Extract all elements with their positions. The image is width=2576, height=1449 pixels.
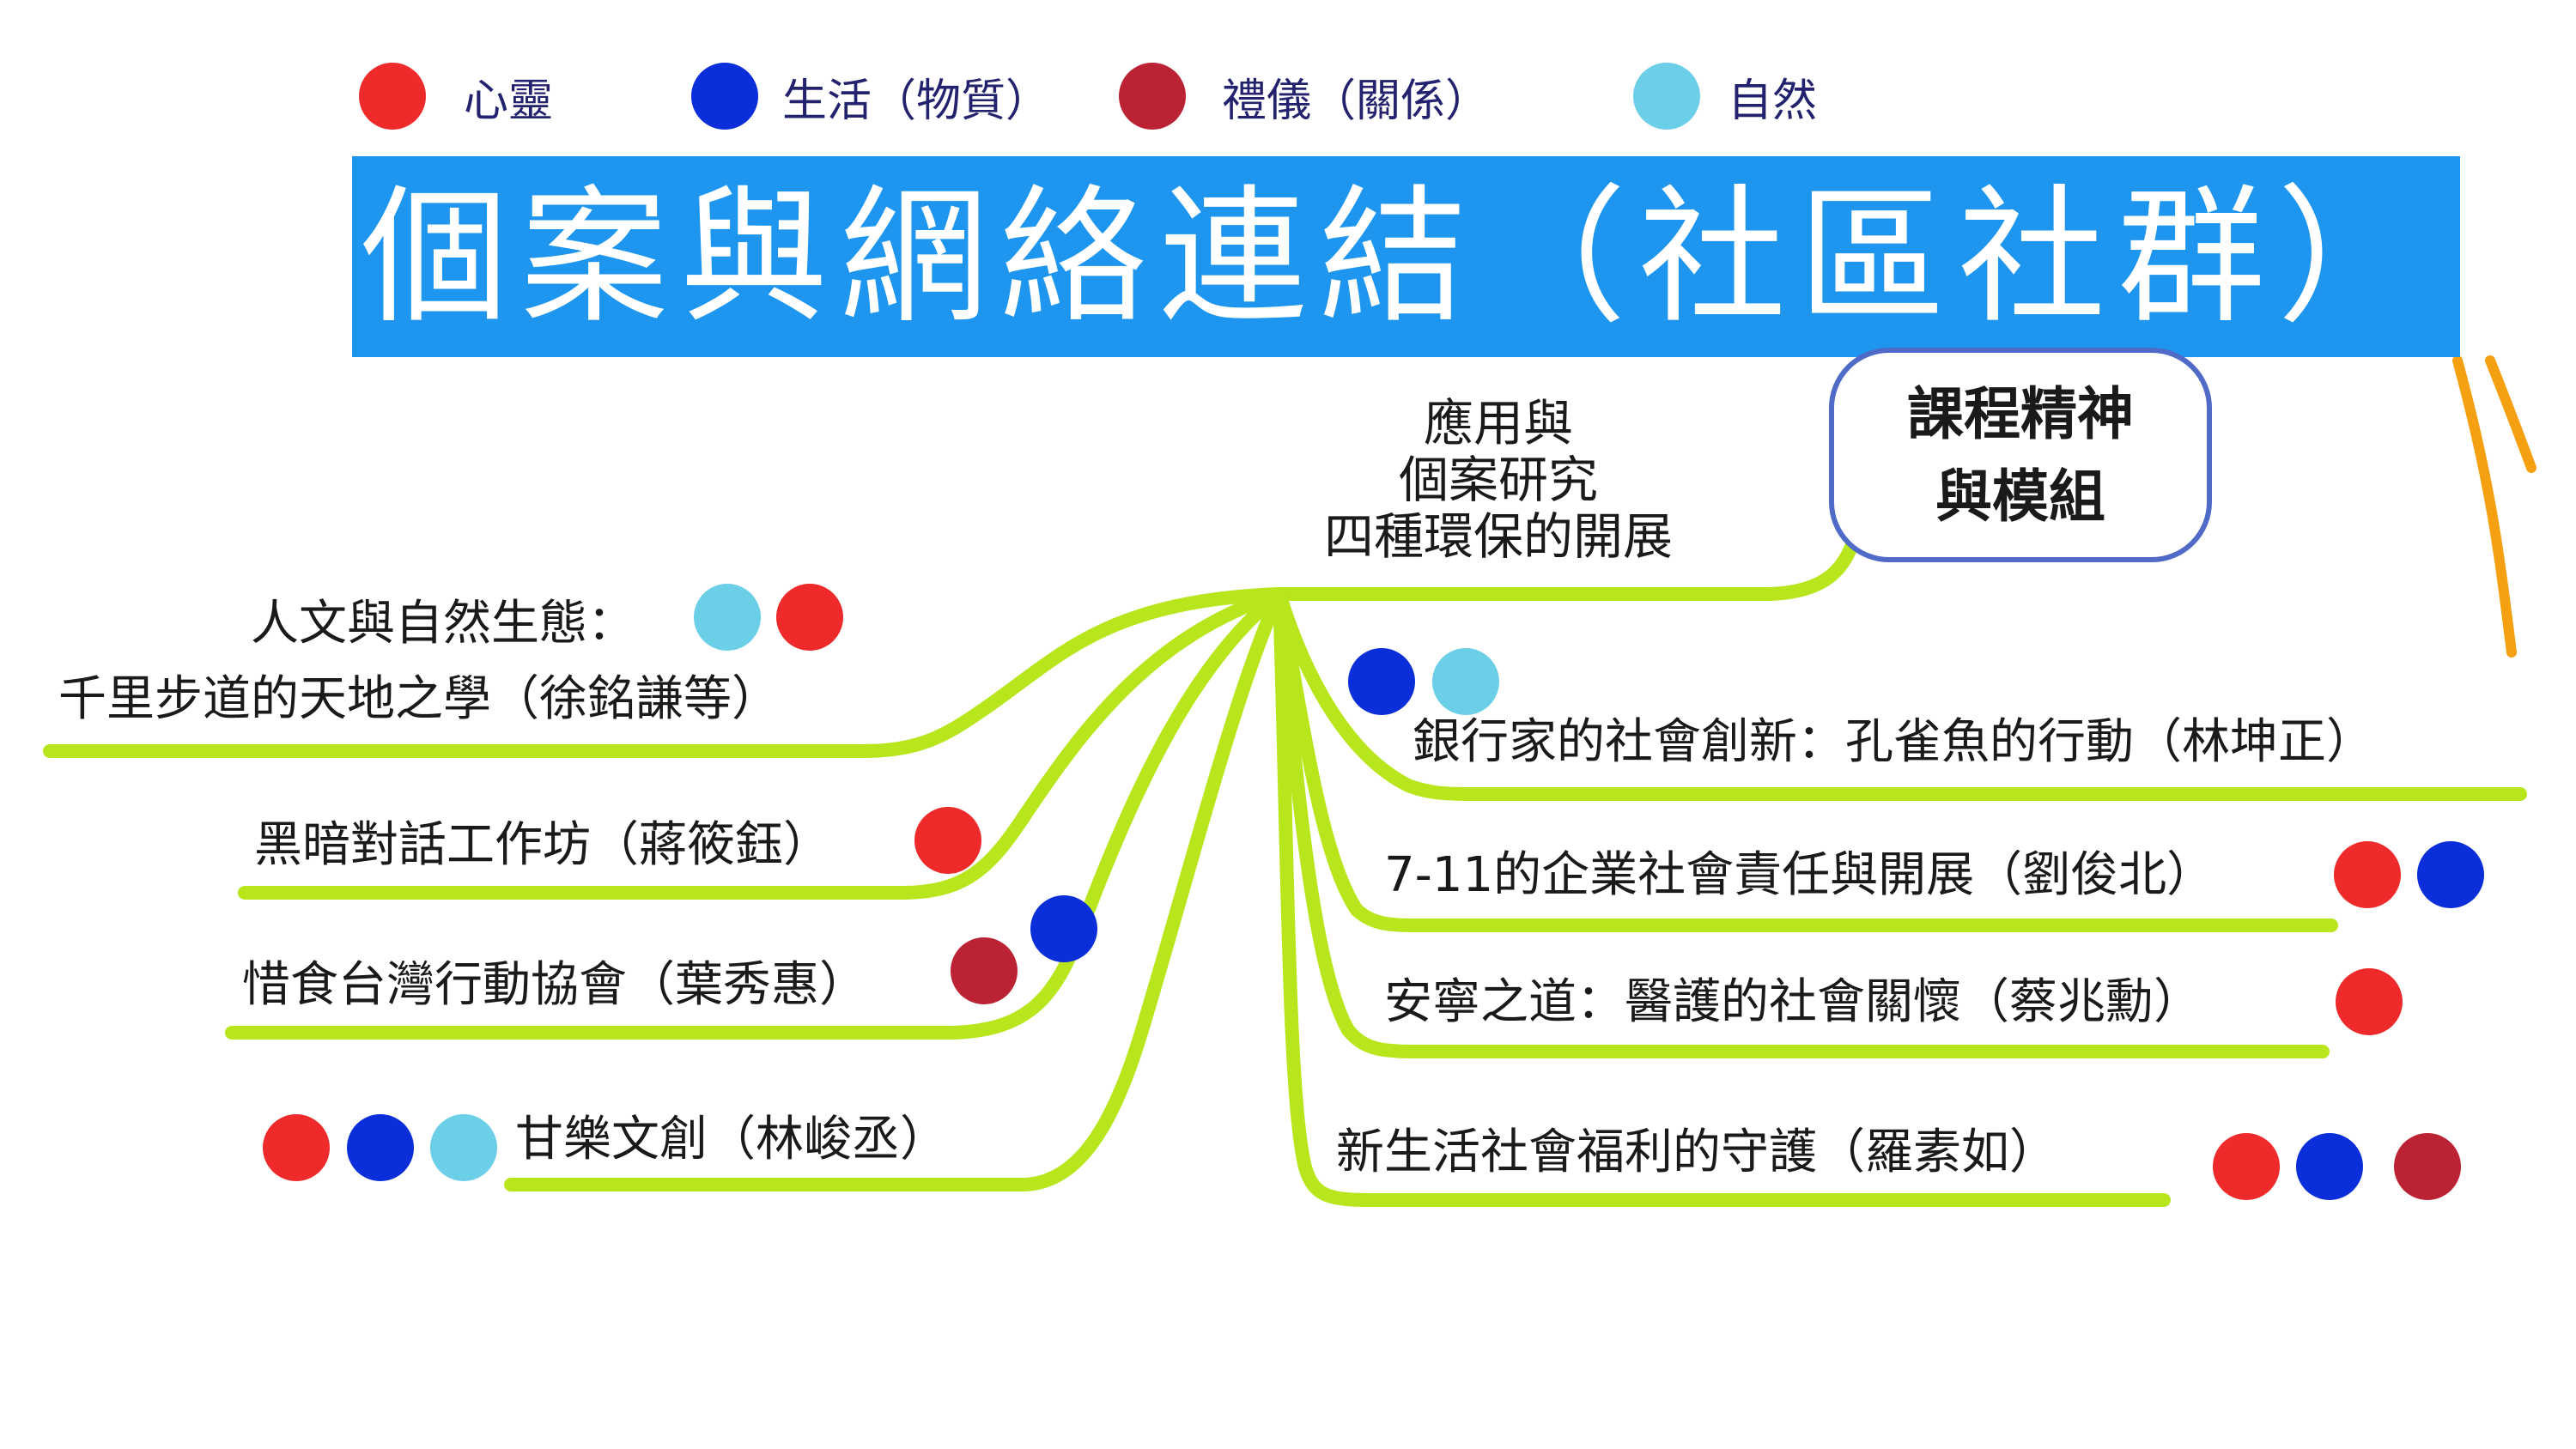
branch-label-left-1-line-1: 人文與自然生態： (251, 596, 635, 652)
legend-item-nature: 自然 (1633, 60, 1817, 132)
tag-dot-left-2-spirit (914, 807, 981, 874)
center-label-line-2: 個案研究 (1398, 451, 1598, 509)
tag-dot-right-4-etiquette (2394, 1133, 2461, 1200)
center-node-label: 應用與 個案研究 四種環保的開展 (1284, 395, 1713, 565)
tag-dot-right-4-life (2296, 1133, 2363, 1200)
legend-label-etiquette: 禮儀（關係） (1222, 75, 1491, 127)
branch-line-left-2 (238, 587, 1286, 900)
branch-line-right-1 (1273, 587, 2527, 801)
branch-label-right-4: 新生活社會福利的守護（羅素如） (1336, 1125, 2057, 1180)
tag-dot-left-3-life (1030, 895, 1097, 962)
course-spirit-node: 課程精神 與模組 (1829, 348, 2212, 562)
legend-dot-spirit (359, 63, 426, 130)
course-box-line-2: 與模組 (1935, 463, 2105, 530)
branch-line-right-2 (1273, 587, 2338, 932)
branch-line-left-3 (225, 587, 1286, 1040)
orange-curve-outer (2452, 355, 2517, 658)
branch-label-left-2: 黑暗對話工作坊（蔣筱鈺） (254, 817, 831, 873)
legend-item-spirit: 心靈 (359, 60, 553, 132)
orange-curve-inner (2485, 355, 2537, 473)
tag-dot-left-1-spirit (776, 584, 843, 651)
center-label-line-1: 應用與 (1423, 394, 1573, 452)
center-label-line-3: 四種環保的開展 (1323, 507, 1673, 566)
tag-dot-right-2-spirit (2334, 841, 2401, 908)
page-title: 個案與網絡連結（社區社群） (361, 171, 2437, 343)
legend-label-nature: 自然 (1728, 75, 1818, 127)
legend-dot-etiquette (1119, 63, 1186, 130)
tag-dot-right-4-spirit (2213, 1133, 2280, 1200)
orange-curves (2452, 355, 2537, 658)
branch-line-left-1 (43, 587, 1286, 758)
tag-dot-left-3-etiquette (951, 937, 1018, 1004)
legend-dot-life (691, 63, 758, 130)
branch-line-right-3 (1273, 587, 2330, 1058)
branch-label-left-1-line-2: 千里步道的天地之學（徐銘謙等） (58, 671, 780, 727)
branch-line-left-4 (504, 587, 1286, 1191)
branch-label-right-3: 安寧之道：醫護的社會關懷（蔡兆勳） (1384, 974, 2202, 1030)
branch-label-right-2: 7-11的企業社會責任與開展（劉俊北） (1384, 847, 2215, 903)
course-box-line-1: 課程精神 (1907, 380, 2134, 447)
tag-dot-right-1-nature (1432, 648, 1499, 715)
tag-dot-right-1-life (1348, 648, 1415, 715)
branch-lines (43, 525, 2527, 1207)
branch-line-right-4 (1273, 587, 2171, 1207)
tag-dot-left-4-nature (430, 1114, 497, 1181)
legend-label-life: 生活（物質） (782, 75, 1051, 127)
tag-dot-right-2-life (2417, 841, 2484, 908)
tag-dot-right-3-spirit (2336, 968, 2403, 1035)
tag-dot-left-4-spirit (263, 1114, 330, 1181)
legend-item-etiquette: 禮儀（關係） (1119, 60, 1490, 132)
tag-dot-left-1-nature (694, 584, 761, 651)
title-banner (352, 156, 2460, 357)
legend-item-life: 生活（物質） (691, 60, 1050, 132)
legend-dot-nature (1633, 63, 1700, 130)
branch-label-left-3: 惜食台灣行動協會（葉秀惠） (242, 957, 867, 1013)
tag-dot-left-4-life (347, 1114, 414, 1181)
legend-label-spirit: 心靈 (464, 75, 554, 127)
branch-label-right-1: 銀行家的社會創新：孔雀魚的行動（林坤正） (1413, 714, 2374, 770)
branch-label-left-4: 甘樂文創（林峻丞） (515, 1112, 948, 1167)
